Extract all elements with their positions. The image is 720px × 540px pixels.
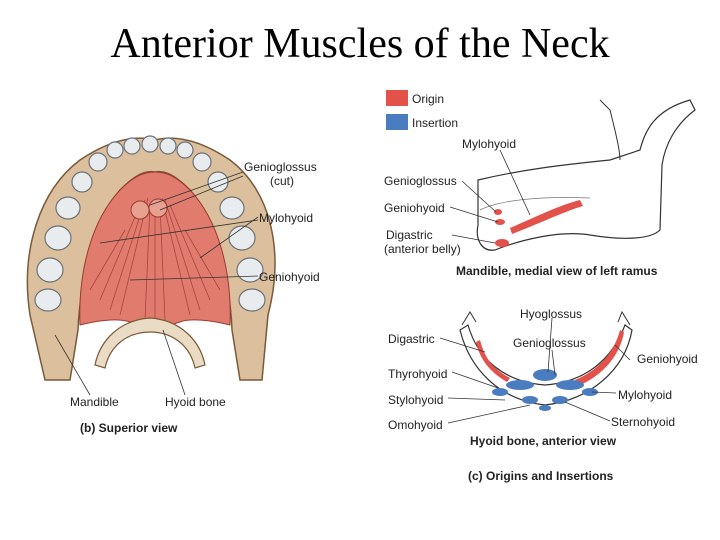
mandible-outline — [476, 99, 696, 251]
caption-mandible-medial: Mandible, medial view of left ramus — [456, 264, 658, 278]
geniohyoid-origin — [495, 219, 505, 225]
label-genioglossus: Genioglossus — [244, 160, 317, 174]
label-mandible: Mandible — [70, 395, 119, 409]
label-mylohyoid: Mylohyoid — [259, 211, 314, 225]
legend-origin-swatch — [386, 90, 408, 106]
label-mandible-genioglossus: Genioglossus — [384, 174, 457, 188]
digastric-origin — [495, 239, 509, 247]
geniohyoid-insertion-red — [575, 330, 624, 386]
label-hyoid-omohyoid: Omohyoid — [388, 418, 443, 432]
label-hyoid-bone: Hyoid bone — [165, 395, 226, 409]
label-mandible-mylohyoid: Mylohyoid — [462, 137, 517, 151]
label-mandible-geniohyoid: Geniohyoid — [384, 201, 445, 215]
label-hyoid-digastric: Digastric — [388, 332, 435, 346]
leader-lines-b — [54, 171, 259, 396]
label-hyoid-genioglossus: Genioglossus — [513, 336, 586, 350]
leader-lines-hyoid — [439, 317, 631, 424]
teeth — [34, 135, 266, 312]
label-mandible-digastric-sub: (anterior belly) — [384, 242, 461, 256]
label-hyoid-mylohyoid: Mylohyoid — [618, 388, 673, 402]
legend-insertion-swatch — [386, 114, 408, 130]
label-geniohyoid: Geniohyoid — [259, 270, 320, 284]
superior-view-illustration — [26, 135, 276, 396]
mandible-medial-illustration — [449, 99, 696, 251]
label-hyoid-hyoglossus: Hyoglossus — [520, 307, 583, 321]
label-hyoid-stylohyoid: Stylohyoid — [388, 393, 444, 407]
label-hyoid-geniohyoid: Geniohyoid — [637, 352, 698, 366]
leader-lines-mandible — [449, 149, 531, 244]
hyoid-bone — [94, 317, 206, 369]
genioglossus-cut-left — [130, 200, 150, 220]
mylohyoid-origin — [510, 200, 583, 234]
caption-superior-view: (b) Superior view — [80, 421, 178, 435]
label-hyoid-sternohyoid: Sternohyoid — [611, 415, 676, 429]
legend-origin-label: Origin — [412, 92, 445, 106]
label-mandible-digastric: Digastric — [386, 228, 433, 242]
caption-hyoid-anterior: Hyoid bone, anterior view — [470, 434, 617, 448]
hyoid-insertions — [492, 369, 598, 411]
hyoid-anterior-illustration — [439, 310, 633, 424]
slide-title: Anterior Muscles of the Neck — [110, 21, 610, 67]
caption-origins-insertions: (c) Origins and Insertions — [468, 469, 614, 483]
hyoid-body — [459, 324, 633, 406]
legend-insertion-label: Insertion — [412, 116, 459, 130]
label-genioglossus-cut: (cut) — [270, 174, 294, 188]
genioglossus-origin — [494, 209, 502, 215]
label-hyoid-thyrohyoid: Thyrohyoid — [388, 367, 448, 381]
